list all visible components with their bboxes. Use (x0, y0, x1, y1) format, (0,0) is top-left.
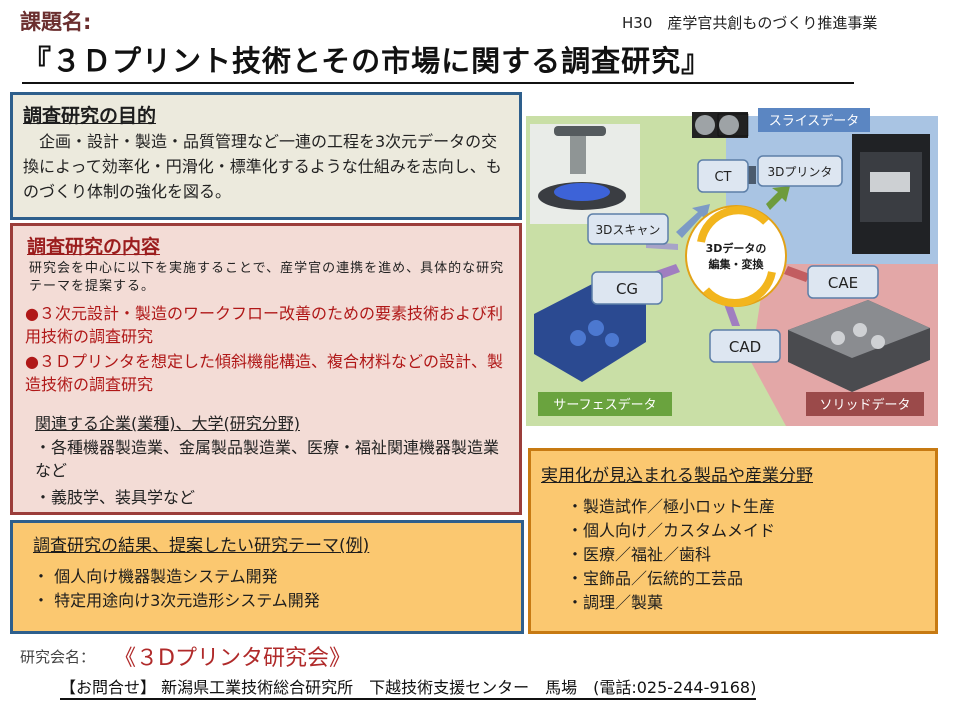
cg-node: CG (591, 271, 663, 305)
field-list: ・製造試作／極小ロット生産 ・個人向け／カスタムメイド ・医療／福祉／歯科 ・宝… (567, 495, 775, 615)
ct-slice-images (692, 112, 749, 138)
printer-photo (852, 134, 930, 254)
field-item: ・医療／福祉／歯科 (567, 545, 712, 564)
result-item: ・ 個人向け機器製造システム開発 (33, 567, 278, 586)
field-item: ・製造試作／極小ロット生産 (567, 497, 776, 516)
svg-text:ソリッドデータ: ソリッドデータ (819, 397, 910, 413)
result-heading: 調査研究の結果、提案したい研究テーマ(例) (33, 536, 370, 556)
solid-data-label: ソリッドデータ (806, 392, 924, 416)
field-heading: 実用化が見込まれる製品や産業分野 (541, 466, 813, 486)
content-box: 調査研究の内容 研究会を中心に以下を実施することで、産学官の連携を進め、具体的な… (10, 223, 522, 515)
svg-text:サーフェスデータ: サーフェスデータ (553, 397, 656, 413)
solid-model-image (788, 300, 930, 392)
field-box: 実用化が見込まれる製品や産業分野 ・製造試作／極小ロット生産 ・個人向け／カスタ… (528, 448, 938, 634)
cad-node: CAD (709, 329, 781, 363)
printer-node: 3Dプリンタ (757, 155, 843, 187)
printer-label: 3Dプリンタ (768, 165, 833, 179)
field-item: ・調理／製菓 (567, 593, 664, 612)
related-item: ・義肢学、装具学など (35, 488, 196, 507)
field-item: ・個人向け／カスタムメイド (567, 521, 776, 540)
content-intro: 研究会を中心に以下を実施することで、産学官の連携を進め、具体的な研究テーマを提案… (29, 261, 505, 294)
slice-data-label: スライスデータ (758, 108, 870, 132)
svg-text:スライスデータ: スライスデータ (769, 113, 860, 129)
related-item: ・各種機器製造業、金属製品製造業、医療・福祉関連機器製造業など (35, 438, 500, 480)
scan-label: 3Dスキャン (596, 223, 661, 237)
scan-node: 3Dスキャン (587, 213, 669, 245)
center-text-line1: 3Dデータの (706, 241, 767, 255)
cad-label: CAD (729, 338, 761, 356)
purpose-heading: 調査研究の目的 (23, 105, 157, 127)
surface-data-label: サーフェスデータ (538, 392, 672, 416)
center-node: 3Dデータの 編集・変換 (685, 205, 787, 307)
scanner-photo (530, 124, 640, 224)
surface-model-image (534, 280, 646, 382)
result-list: ・ 個人向け機器製造システム開発 ・ 特定用途向け3次元造形システム開発 (33, 565, 320, 613)
result-item: ・ 特定用途向け3次元造形システム開発 (33, 591, 320, 610)
cg-label: CG (616, 280, 638, 298)
ct-node: CT (697, 159, 749, 193)
ct-label: CT (714, 170, 731, 185)
related-heading: 関連する企業(業種)、大学(研究分野) (35, 414, 300, 433)
content-heading: 調査研究の内容 (27, 236, 161, 258)
content-bullet: ●３Ｄプリンタを想定した傾斜機能構造、複合材料などの設計、製造技術の調査研究 (25, 352, 503, 394)
contact-info: 【お問合せ】 新潟県工業技術総合研究所 下越技術支援センター 馬場 (電話:02… (60, 674, 757, 700)
label-title: 課題名: (20, 10, 92, 34)
page-title: 『３Ｄプリント技術とその市場に関する調査研究』 (22, 38, 854, 84)
society-name: 《３Dプリンタ研究会》 (114, 646, 351, 671)
result-box: 調査研究の結果、提案したい研究テーマ(例) ・ 個人向け機器製造システム開発 ・… (10, 520, 524, 634)
label-society: 研究会名： (20, 648, 96, 666)
workflow-diagram: 3Dデータの 編集・変換 CT 3Dプリンタ 3Dスキャン CG CAE CAD… (526, 108, 938, 426)
cae-label: CAE (828, 274, 858, 292)
cae-node: CAE (807, 265, 879, 299)
project-name: H30 産学官共創ものづくり推進事業 (622, 14, 878, 32)
content-bullet: ●３次元設計・製造のワークフロー改善のための要素技術および利用技術の調査研究 (25, 304, 503, 346)
field-item: ・宝飾品／伝統的工芸品 (567, 569, 744, 588)
purpose-box: 調査研究の目的 企画・設計・製造・品質管理など一連の工程を3次元データの交換によ… (10, 92, 522, 220)
purpose-body: 企画・設計・製造・品質管理など一連の工程を3次元データの交換によって効率化・円滑… (23, 132, 502, 201)
center-text-line2: 編集・変換 (709, 257, 765, 271)
